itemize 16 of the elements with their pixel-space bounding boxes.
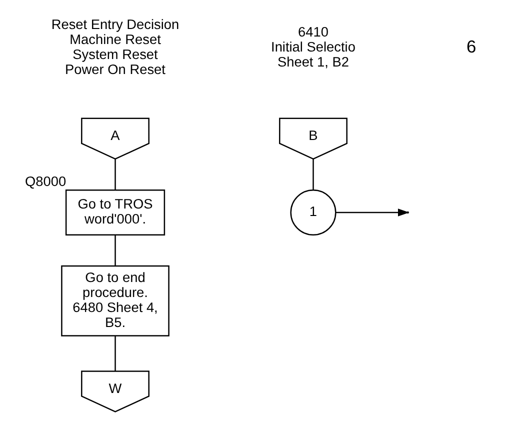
node-box: Go to TROS word'000'. (64, 189, 165, 236)
node-label: Machine Reset (69, 32, 160, 48)
label: 6 (466, 36, 476, 57)
connector (114, 159, 116, 190)
node-label: Power On Reset (64, 62, 165, 78)
node-label: Reset Entry Decision (50, 17, 179, 32)
connector (114, 336, 116, 372)
node-box: Go to end procedure. 6480 Sheet 4, B5. (60, 265, 169, 336)
node-circle: 1 (290, 189, 336, 236)
node-label: System Reset (72, 47, 158, 62)
node-label: Initial Selectio (270, 40, 355, 55)
connector (312, 159, 314, 190)
node-label: 6410 (298, 24, 328, 40)
node-label: Sheet 1, B2 (276, 54, 349, 70)
connector (114, 235, 116, 266)
node-label: Q8000 (24, 174, 66, 190)
